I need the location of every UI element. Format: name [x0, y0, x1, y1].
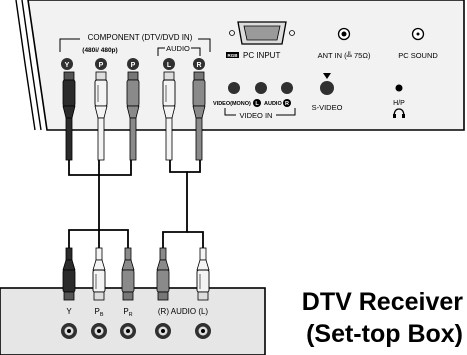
component-jack-audio-r: R — [193, 58, 205, 70]
headphone-port — [395, 84, 403, 92]
panel-edge-curve — [21, 0, 42, 131]
receiver-jack-pr — [120, 323, 136, 339]
jack-letter-y: Y — [65, 62, 70, 69]
video-in-audio-l-jack — [255, 82, 267, 94]
component-label: COMPONENT (DTV/DVD IN) — [88, 33, 193, 42]
pc-input-badge-text: RGB — [228, 53, 239, 58]
plug-bottom-pb — [92, 247, 106, 301]
receiver-label-pr: PR — [123, 307, 132, 318]
component-jack-pb: P — [95, 58, 107, 70]
jack-letter-r: R — [196, 62, 201, 69]
video-in-jack — [228, 82, 240, 94]
receiver-label-pb-sub: B — [100, 312, 104, 318]
component-jack-y: Y — [61, 58, 73, 70]
device-caption-line1: DTV Receiver — [301, 288, 463, 316]
receiver-label-pr-main: P — [123, 307, 128, 316]
s-video-label: S-VIDEO — [312, 103, 343, 112]
s-video-port — [320, 73, 334, 95]
video-audio-l-badge: L — [255, 101, 259, 107]
pc-input-port — [229, 21, 295, 45]
pc-sound-label: PC SOUND — [398, 51, 438, 60]
video-mono-label: VIDEO(MONO) — [213, 101, 251, 107]
jack-letter-pr: P — [131, 62, 136, 69]
device-caption-line2: (Set-top Box) — [306, 320, 463, 348]
hp-label: H/P — [393, 100, 405, 107]
video-audio-r-badge: R — [285, 101, 289, 107]
video-audio-label: AUDIO — [264, 101, 282, 107]
receiver-label-pb: PB — [94, 307, 103, 318]
video-in-audio-r-jack — [281, 82, 293, 94]
component-resolution: (480i/ 480p) — [82, 47, 117, 54]
receiver-label-pb-main: P — [94, 307, 99, 316]
ant-in-port — [337, 27, 351, 41]
plug-top-audio-r — [192, 71, 206, 161]
pc-input-label: PC INPUT — [243, 51, 280, 60]
receiver-jack-pb — [91, 323, 107, 339]
pc-sound-port — [411, 27, 425, 41]
receiver-jack-audio-r — [155, 323, 171, 339]
receiver-label-pr-sub: R — [129, 312, 133, 318]
video-in-label: VIDEO IN — [240, 111, 273, 120]
receiver-jack-y — [61, 323, 77, 339]
plug-top-pr — [126, 71, 140, 161]
ant-in-label: ANT IN (╩ 75Ω) — [318, 51, 371, 60]
panel-edge-curve — [15, 0, 36, 131]
plug-top-y — [62, 71, 76, 161]
plug-top-pb — [94, 71, 108, 161]
component-video-cable — [68, 160, 132, 248]
plug-bottom-y — [62, 247, 76, 301]
headphone-icon — [393, 108, 405, 118]
receiver-label-y: Y — [66, 307, 72, 316]
jack-letter-pb: P — [99, 62, 104, 69]
component-jack-pr: P — [127, 58, 139, 70]
receiver-audio-label: (R) AUDIO (L) — [158, 307, 209, 316]
plug-bottom-pr — [121, 247, 135, 301]
component-jack-audio-l: L — [163, 58, 175, 70]
plug-bottom-audio-l — [196, 247, 210, 301]
receiver-jack-audio-l — [195, 323, 211, 339]
jack-letter-l: L — [167, 62, 172, 69]
plug-bottom-audio-r — [156, 247, 170, 301]
pc-input-badge — [226, 52, 239, 58]
audio-cable — [162, 160, 204, 248]
plug-top-audio-l — [162, 71, 176, 161]
audio-label: AUDIO — [166, 44, 190, 53]
